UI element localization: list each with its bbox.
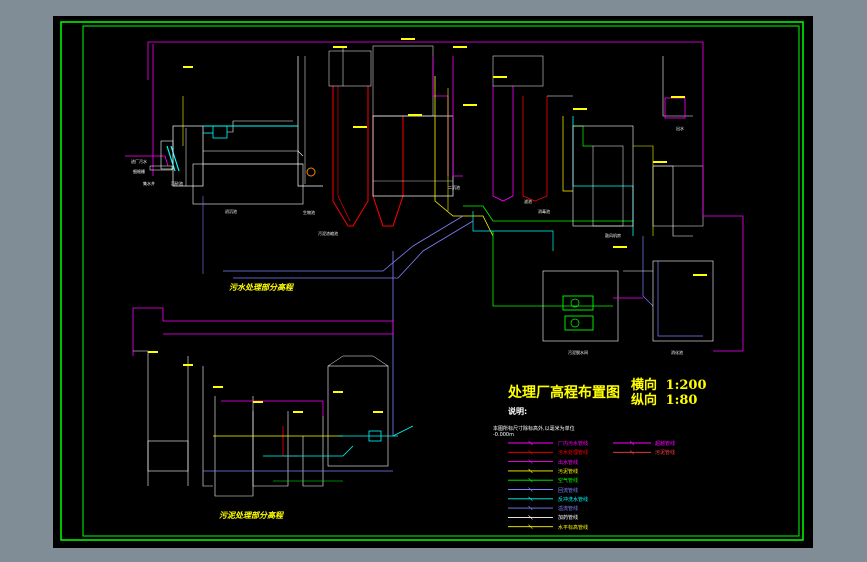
unit-label-disinfect: 消毒池 (538, 209, 550, 214)
unit-label-digester: 消化池 (671, 350, 683, 355)
unit-label-sedi: 沉砂池 (171, 181, 183, 186)
legend-label: 超越管线 (655, 441, 676, 447)
legend-mark (528, 440, 533, 446)
unit-label-sludge_dewater: 污泥脱水间 (568, 350, 588, 355)
drawing-frame: 处理厂高程布置图 横向 1:200 纵向 1:80 说明: 本图所标尺寸除标高外… (53, 16, 813, 548)
legend-label: 反冲洗水管线 (558, 496, 589, 503)
legend-mark (528, 468, 533, 474)
unit-label-sludge_thick: 污泥浓缩池 (318, 231, 338, 236)
unit-label-bio: 生物池 (303, 210, 315, 215)
legend-mark (629, 440, 635, 446)
legend-mark (528, 524, 533, 529)
scale-horizontal-label: 横向 (631, 378, 658, 393)
scale-vertical-label: 纵向 (631, 393, 658, 408)
legend-mark (629, 450, 635, 455)
scale-vertical: 纵向 1:80 (631, 389, 697, 408)
legend-mark (528, 515, 533, 520)
legend-label: 出水管线 (558, 459, 579, 466)
outer-border (60, 21, 804, 541)
cad-drawing (60, 21, 804, 541)
water-section (125, 38, 744, 436)
legend-mark (528, 477, 533, 483)
sludge-section (132, 307, 414, 497)
scale-horizontal-value: 1:200 (665, 378, 707, 393)
legend-label: 污泥管线 (558, 468, 579, 475)
legend-mark (528, 505, 533, 511)
unit-label-secondary: 二沉池 (448, 185, 460, 190)
legend-mark (528, 459, 533, 464)
legend-mark (528, 496, 533, 502)
legend-label: 空气管线 (558, 478, 579, 485)
unit-label-pump: 鼓风机房 (605, 233, 621, 238)
legend-label: 水平标高管线 (558, 524, 589, 531)
unit-label-grit: 细格栅 (133, 169, 145, 174)
scale-vertical-value: 1:80 (665, 393, 698, 408)
unit-label-primary: 初沉池 (225, 209, 237, 214)
unit-label-filter: 滤池 (524, 199, 532, 204)
legend-label: 回流管线 (558, 487, 579, 494)
unit-label-well: 集水井 (143, 181, 155, 186)
notes-heading: 说明: (508, 407, 528, 416)
legend-label: 厂内污水管线 (558, 441, 589, 447)
legend-mark (528, 487, 533, 492)
legend-label: 加药管线 (558, 515, 579, 522)
section-title-water: 污水处理部分高程 (229, 282, 293, 292)
unit-label-outfall: 出水 (676, 126, 684, 131)
legend-lines (508, 440, 651, 529)
unit-label-inlet: 进厂污水 (131, 159, 147, 164)
legend-label: 污泥管线 (655, 450, 676, 457)
legend-label: 污水处理管线 (558, 450, 589, 457)
inner-border (82, 25, 800, 537)
scale-horizontal: 横向 1:200 (631, 374, 707, 393)
notes-line2: -0.000m (493, 432, 514, 438)
main-title: 处理厂高程布置图 (508, 385, 620, 401)
legend-mark (528, 450, 533, 455)
section-title-sludge: 污泥处理部分高程 (219, 510, 283, 520)
legend-label: 溢流管线 (558, 506, 579, 513)
notes-line1: 本图所标尺寸除标高外,以毫米为单位 (493, 426, 575, 432)
